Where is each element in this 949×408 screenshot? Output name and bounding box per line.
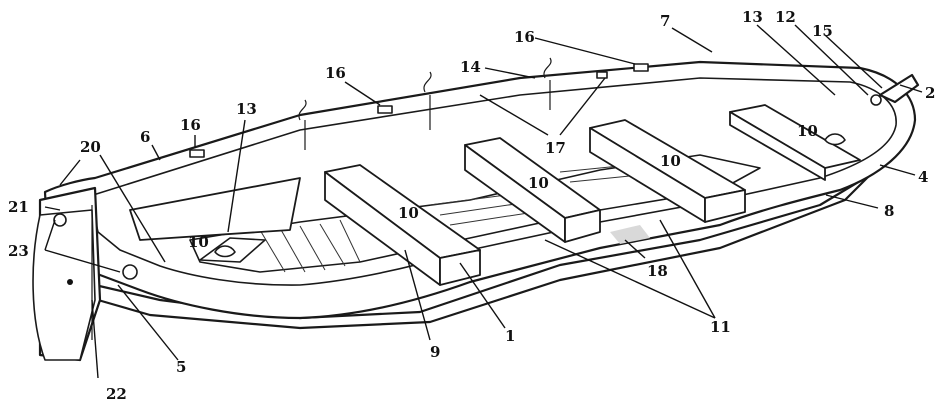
callout-7: 7 <box>660 12 670 30</box>
callout-5: 5 <box>176 358 186 376</box>
callout-9: 9 <box>430 343 440 361</box>
stem-head <box>878 73 920 104</box>
callout-6: 6 <box>140 128 150 146</box>
callout-13-stern: 13 <box>236 100 257 118</box>
callout-labels: 1 2 4 5 6 7 8 9 10 10 10 10 10 10 11 12 … <box>8 8 935 403</box>
stern-hole-lower <box>122 264 138 280</box>
stern-thwart <box>129 177 301 241</box>
stern-plug <box>214 245 236 258</box>
callout-11: 11 <box>710 318 731 336</box>
stern-hole-upper <box>53 213 67 227</box>
callout-20: 20 <box>80 138 101 156</box>
callout-8: 8 <box>884 202 894 220</box>
callout-12: 12 <box>775 8 796 26</box>
thwart-2 <box>464 137 601 243</box>
callout-23: 23 <box>8 242 29 260</box>
air-tank-vent <box>610 225 650 244</box>
callout-10-thwart1: 10 <box>398 204 419 222</box>
rudder-pin <box>67 279 73 285</box>
gunwale-cleats <box>189 63 649 158</box>
callout-16-right: 16 <box>514 28 535 46</box>
callout-14: 14 <box>460 58 481 76</box>
callout-2: 2 <box>925 84 935 102</box>
callout-21: 21 <box>8 198 29 216</box>
callout-4: 4 <box>918 168 928 186</box>
callout-13-bow: 13 <box>742 8 763 26</box>
callout-10-thwart2: 10 <box>528 174 549 192</box>
thwart-1 <box>324 164 481 286</box>
bow-plug <box>824 133 846 146</box>
callout-10-thwart3: 10 <box>660 152 681 170</box>
rudder <box>32 209 96 361</box>
callout-22: 22 <box>106 385 127 403</box>
thwart-3 <box>589 119 746 223</box>
rowlocks <box>298 57 552 150</box>
bow-ring <box>870 94 882 106</box>
callout-1: 1 <box>505 327 515 345</box>
keel <box>93 173 872 330</box>
callout-16-mid: 16 <box>325 64 346 82</box>
callout-10-stern: 10 <box>188 233 209 251</box>
callout-16-left: 16 <box>180 116 201 134</box>
callout-18: 18 <box>647 262 668 280</box>
callout-17: 17 <box>545 139 566 157</box>
bow-thwart <box>729 104 861 181</box>
leader-lines <box>44 24 923 379</box>
callout-15: 15 <box>812 22 833 40</box>
callout-10-bow: 10 <box>797 122 818 140</box>
